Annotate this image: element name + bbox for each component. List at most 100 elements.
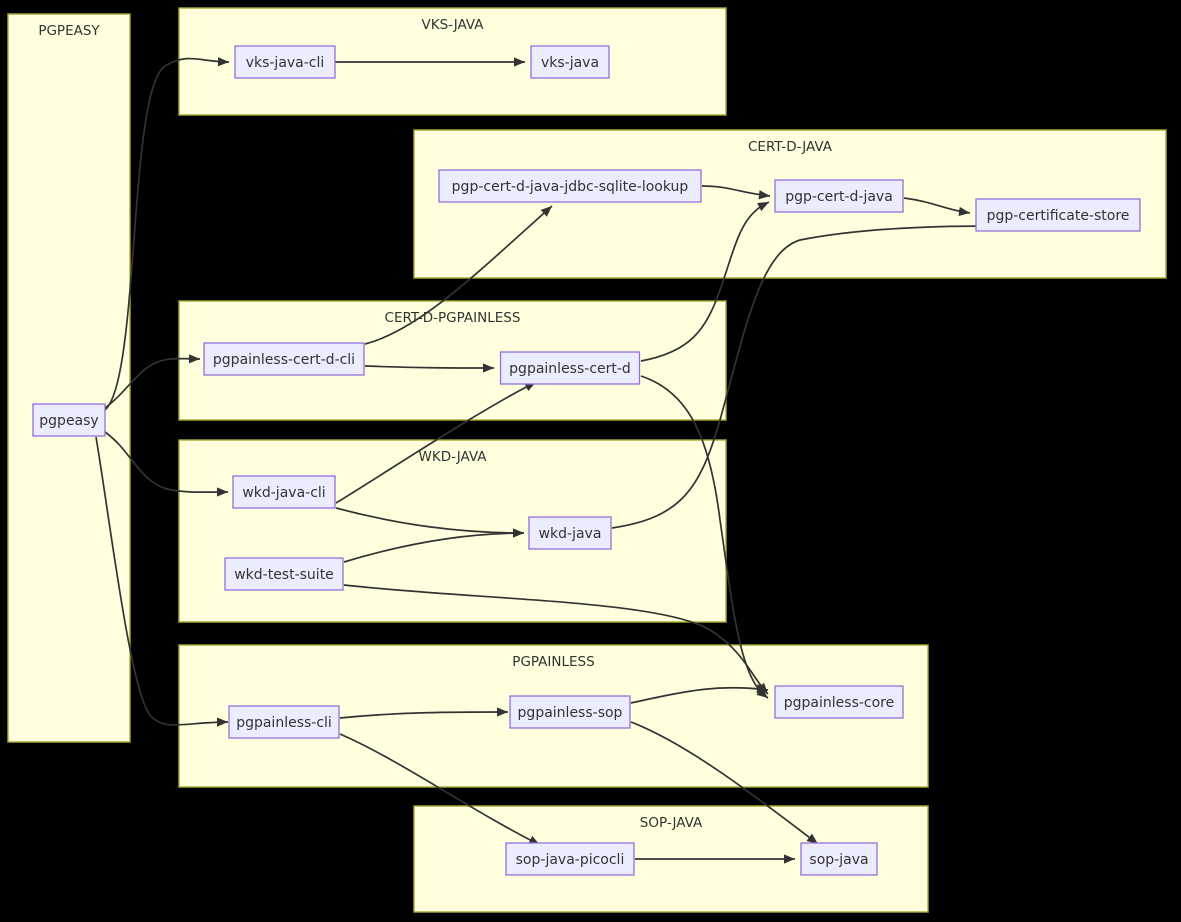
node-box[interactable] <box>505 842 635 876</box>
node-box[interactable] <box>800 842 878 876</box>
edge-line <box>104 431 229 494</box>
node-box[interactable] <box>774 179 904 213</box>
node-box[interactable] <box>224 557 344 591</box>
edge-pgp-cert-d-java-jdbc-sqlite-lookup-to-pgp-cert-d-java <box>701 185 771 200</box>
arrowhead <box>514 57 525 67</box>
node-box[interactable] <box>203 342 365 376</box>
node-label: pgp-cert-d-java <box>785 189 893 205</box>
node-wkd-test-suite[interactable]: wkd-test-suite <box>224 557 344 591</box>
node-box[interactable] <box>228 705 340 739</box>
node-sop-java-picocli[interactable]: sop-java-picocli <box>505 842 635 876</box>
arrowhead <box>482 363 494 373</box>
cluster-pgpeasy: PGPEASY <box>7 13 131 743</box>
node-box[interactable] <box>234 45 336 79</box>
node-label: sop-java-picocli <box>516 852 625 868</box>
node-pgp-certificate-store[interactable]: pgp-certificate-store <box>975 198 1141 232</box>
edge-pgpainless-cert-d-cli-to-pgpainless-cert-d <box>364 363 495 373</box>
clusters-layer: PGPEASY VKS-JAVA CERT-D-JAVA CERT-D-PGPAINL… <box>7 7 1167 913</box>
node-label: pgpainless-cert-d <box>509 361 631 377</box>
nodes-layer: pgpeasy vks-java-cli vks-java pgp-cert-d-ja… <box>32 45 1141 876</box>
edge-line <box>335 507 525 534</box>
node-pgpainless-cert-d-cli[interactable]: pgpainless-cert-d-cli <box>203 342 365 376</box>
node-label: wkd-java <box>539 526 602 542</box>
node-label: pgpeasy <box>39 413 98 429</box>
arrowhead <box>756 684 768 694</box>
node-wkd-java-cli[interactable]: wkd-java-cli <box>232 475 336 509</box>
node-box[interactable] <box>975 198 1141 232</box>
cluster-label: CERT-D-JAVA <box>748 139 833 155</box>
node-label: sop-java <box>809 852 868 868</box>
arrowhead <box>188 354 200 364</box>
node-box[interactable] <box>232 475 336 509</box>
edge-wkd-test-suite-to-wkd-java <box>343 528 525 563</box>
node-pgpainless-core[interactable]: pgpainless-core <box>774 685 904 719</box>
arrowhead <box>216 487 228 497</box>
edge-vks-java-cli-to-vks-java <box>335 57 525 67</box>
edge-pgpainless-cli-to-pgpainless-sop <box>339 707 509 719</box>
edge-pgpainless-cert-d-to-pgp-cert-d-java <box>640 201 770 362</box>
node-label: pgpainless-cli <box>236 715 332 731</box>
edge-sop-java-picocli-to-sop-java <box>635 854 795 864</box>
edges-layer <box>95 57 991 864</box>
node-label: pgp-certificate-store <box>987 208 1130 224</box>
node-box[interactable] <box>774 685 904 719</box>
node-label: vks-java-cli <box>246 55 325 71</box>
edge-line <box>364 365 495 369</box>
arrowhead <box>756 687 768 698</box>
edge-line <box>343 584 769 695</box>
edge-line <box>339 711 509 719</box>
cluster-label: WKD-JAVA <box>419 449 488 465</box>
node-label: wkd-test-suite <box>234 567 334 583</box>
node-label: pgp-cert-d-java-jdbc-sqlite-lookup <box>452 179 689 195</box>
node-pgpainless-cert-d[interactable]: pgpainless-cert-d <box>499 351 641 385</box>
cluster-label: CERT-D-PGPAINLESS <box>385 310 521 326</box>
edge-pgpainless-sop-to-sop-java <box>630 721 819 845</box>
edge-line <box>339 733 541 846</box>
edge-line <box>343 532 525 563</box>
arrowhead <box>958 206 970 217</box>
edge-pgpeasy-to-wkd-java-cli <box>104 431 229 497</box>
cluster-wkd-java: WKD-JAVA <box>178 439 727 623</box>
edge-pgp-cert-d-java-to-pgp-certificate-store <box>903 197 971 217</box>
node-sop-java[interactable]: sop-java <box>800 842 878 876</box>
node-vks-java[interactable]: vks-java <box>530 45 610 79</box>
node-pgpainless-cli[interactable]: pgpainless-cli <box>228 705 340 739</box>
arrowhead <box>540 206 552 217</box>
arrowhead <box>216 717 228 727</box>
edge-line <box>630 686 769 704</box>
edge-pgpainless-sop-to-pgpainless-core <box>630 684 769 704</box>
node-label: pgpainless-sop <box>518 705 623 721</box>
arrowhead <box>217 57 229 67</box>
node-box[interactable] <box>499 351 641 385</box>
edge-pgpainless-cert-d-cli-to-pgp-cert-d-java-jdbc-sqlite-lookup <box>364 205 553 345</box>
arrowhead <box>757 202 769 212</box>
edge-line <box>335 381 537 504</box>
edge-line <box>611 225 991 529</box>
node-pgp-cert-d-java-jdbc-sqlite-lookup[interactable]: pgp-cert-d-java-jdbc-sqlite-lookup <box>438 169 702 203</box>
edge-pgpeasy-to-pgpainless-cli <box>95 436 229 727</box>
node-box[interactable] <box>438 169 702 203</box>
node-box[interactable] <box>509 695 631 729</box>
arrowhead <box>806 833 818 844</box>
node-pgp-cert-d-java[interactable]: pgp-cert-d-java <box>774 179 904 213</box>
node-pgpeasy[interactable]: pgpeasy <box>32 403 106 437</box>
cluster-box <box>178 439 727 623</box>
node-vks-java-cli[interactable]: vks-java-cli <box>234 45 336 79</box>
node-box[interactable] <box>530 45 610 79</box>
node-pgpainless-sop[interactable]: pgpainless-sop <box>509 695 631 729</box>
cluster-label: PGPEASY <box>38 23 100 39</box>
edge-pgpeasy-to-vks-java-cli <box>104 57 230 411</box>
node-label: wkd-java-cli <box>242 485 325 501</box>
cluster-label: VKS-JAVA <box>421 17 484 33</box>
node-box[interactable] <box>528 516 612 550</box>
edge-line <box>630 721 819 845</box>
cluster-label: PGPAINLESS <box>512 654 594 670</box>
node-box[interactable] <box>32 403 106 437</box>
edge-line <box>640 201 770 362</box>
edge-line <box>95 436 229 726</box>
arrowhead <box>496 707 508 717</box>
node-wkd-java[interactable]: wkd-java <box>528 516 612 550</box>
cluster-label: SOP-JAVA <box>640 815 703 831</box>
